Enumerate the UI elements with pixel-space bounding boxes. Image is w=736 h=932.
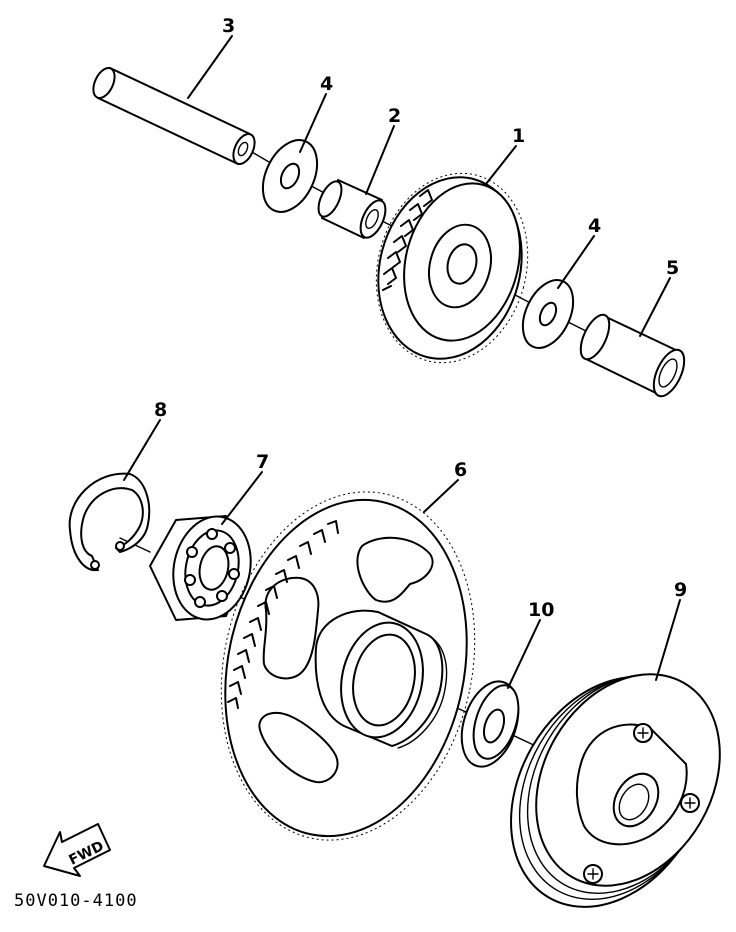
part-8-circlip [68,472,151,572]
callout-7: 7 [256,451,269,473]
callout-6: 6 [454,459,467,481]
part-9-one-way-clutch [510,673,721,908]
part-10-washer [460,680,520,768]
part-4-washer-upper [261,139,319,213]
part-2-collar [317,179,387,239]
callout-4-upper: 4 [320,73,333,95]
bearing-balls [184,528,240,608]
part-7-bearing [149,515,252,621]
callout-10: 10 [528,599,554,621]
callout-1: 1 [512,125,525,147]
fwd-direction-arrow: FWD [43,823,111,877]
part-5-bushing [579,313,686,398]
part-6-starter-wheel-gear [220,491,476,841]
callout-9: 9 [674,579,687,601]
callout-8: 8 [154,399,167,421]
callout-2: 2 [388,105,401,127]
leader-lines [123,35,681,689]
clutch-bolts [583,723,700,884]
part-1-idler-gear [375,172,529,364]
callout-4-lower: 4 [588,215,601,237]
callout-5: 5 [666,257,679,279]
part-4-washer-lower [521,279,575,349]
part-3-shaft [92,67,256,165]
diagram-code: 50V010-4100 [14,891,138,911]
callout-3: 3 [222,15,235,37]
